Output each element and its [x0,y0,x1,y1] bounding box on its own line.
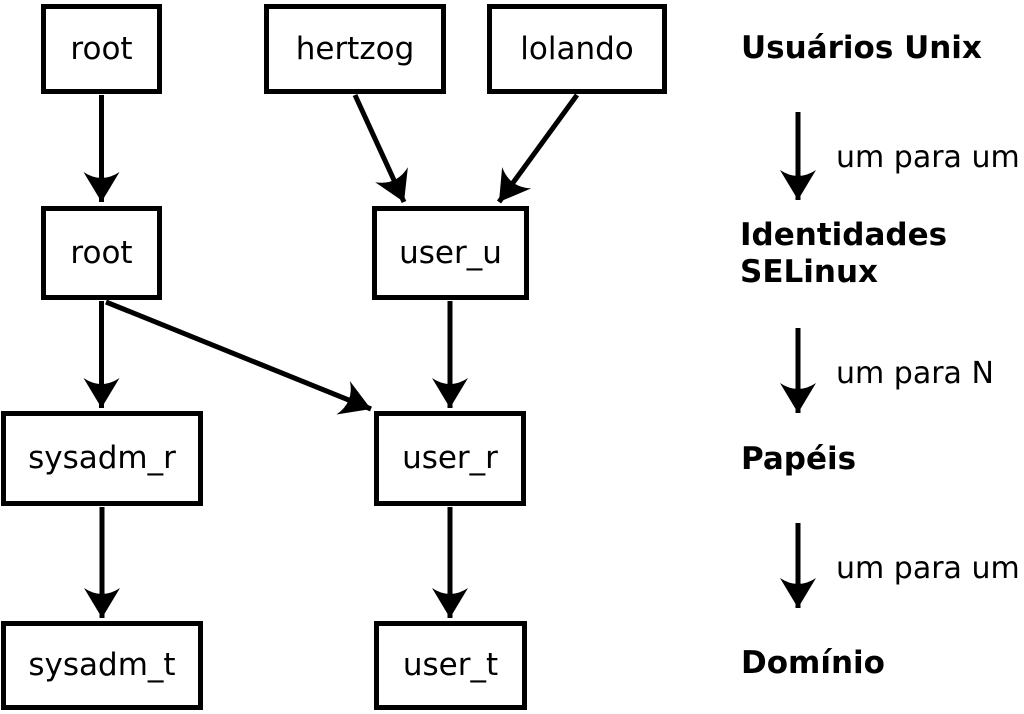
node-hertzog-label: hertzog [295,30,415,67]
node-root-selinux: root [41,206,162,300]
node-root-unix-label: root [70,30,133,67]
legend-identidades-selinux: Identidades SELinux [740,217,947,291]
node-hertzog: hertzog [264,4,446,94]
legend-papeis: Papéis [741,441,857,477]
node-user-u-label: user_u [399,234,502,271]
node-root-selinux-label: root [70,234,133,271]
node-user-t-label: user_t [402,647,499,683]
arrow-hertzog-to-user-u [352,93,408,204]
legend-usuarios-unix: Usuários Unix [741,30,982,66]
legend-um-para-um-2: um para um [836,551,1020,586]
legend-um-para-n: um para N [836,356,994,391]
node-user-t: user_t [374,621,527,710]
node-sysadm-r-label: sysadm_r [28,440,176,476]
node-lolando-label: lolando [520,30,634,67]
legend-identidades-line1: Identidades [740,217,948,253]
node-sysadm-t: sysadm_t [1,621,203,710]
node-lolando: lolando [487,4,667,94]
legend-um-para-um-1: um para um [836,140,1020,175]
node-root-unix: root [41,4,162,94]
node-user-r-label: user_r [402,440,498,476]
node-user-r: user_r [374,411,526,506]
legend-dominio: Domínio [741,645,885,681]
arrow-lolando-to-user-u [496,93,580,204]
arrow-root-selinux-to-user-r [105,299,372,415]
node-sysadm-r: sysadm_r [1,411,203,506]
node-user-u: user_u [372,206,529,300]
legend-identidades-line2: SELinux [740,254,879,290]
node-sysadm-t-label: sysadm_t [28,647,176,683]
